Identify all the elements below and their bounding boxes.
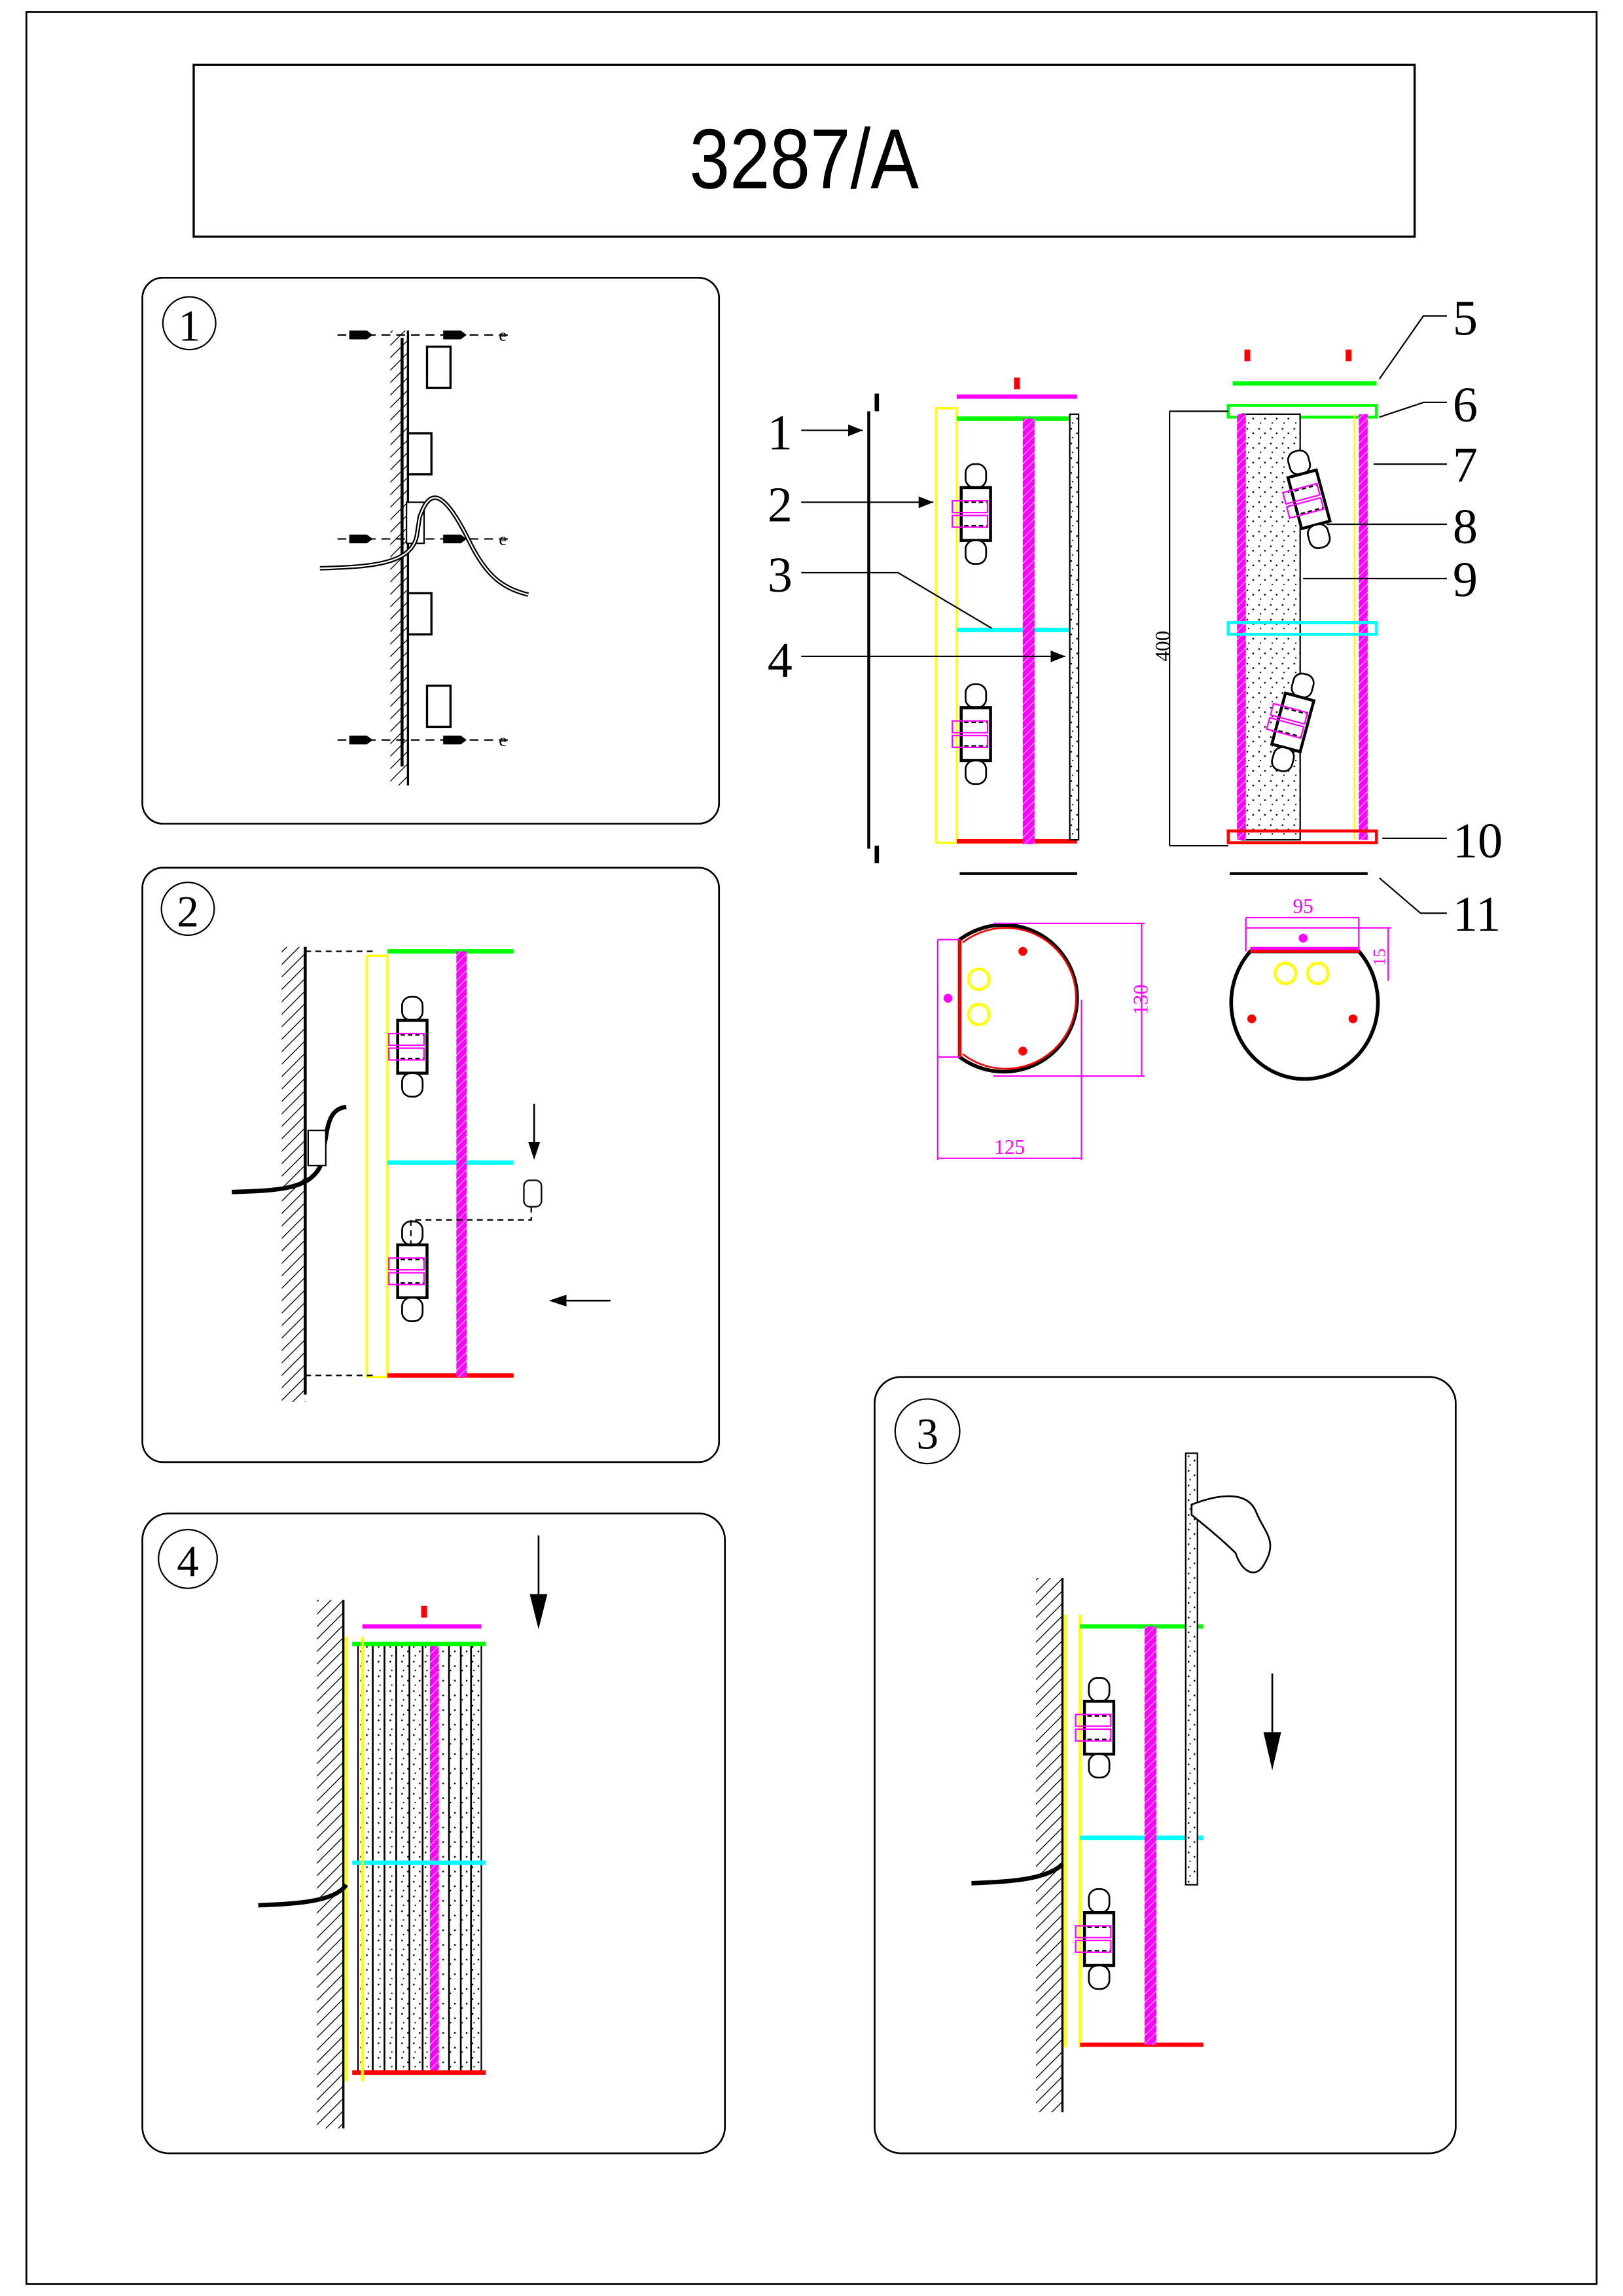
callout-11: 11: [1379, 877, 1501, 942]
callout-9: 9: [1303, 552, 1478, 607]
bulb-holder: [389, 997, 427, 1096]
bulb: [523, 1179, 543, 1208]
junction-box: [307, 1129, 327, 1167]
side-section-view: 130 125: [936, 922, 1152, 1160]
svg-text:8: 8: [1453, 499, 1478, 554]
lamp-body: [357, 1643, 482, 2073]
callout-7: 7: [1373, 438, 1478, 493]
glass-rod: [1069, 413, 1080, 841]
top-section-view: 95 15: [1229, 895, 1391, 1081]
socket: [425, 684, 452, 728]
dimension-side-width: 125: [994, 1136, 1025, 1158]
step-1-badge: [162, 296, 217, 351]
part-4-support-rod: [1022, 418, 1035, 844]
socket: [425, 346, 452, 389]
power-cable: [258, 1883, 348, 1908]
part-10-bottom-bracket: [1226, 829, 1378, 844]
callout-6: 6: [1379, 378, 1478, 433]
step-3-badge: [894, 1398, 961, 1465]
svg-text:4: 4: [768, 633, 793, 688]
svg-text:7: 7: [1453, 438, 1478, 493]
dimension-top-width: 95: [1293, 895, 1313, 918]
wall: [281, 946, 306, 1402]
step-3-panel: 3: [874, 1376, 1457, 2155]
svg-text:e: e: [499, 529, 507, 548]
step-2-badge: [160, 882, 215, 936]
svg-text:e: e: [499, 325, 507, 345]
cap-screw: [421, 1605, 427, 1618]
svg-text:1: 1: [768, 406, 793, 461]
step-1-number: 1: [178, 302, 200, 351]
step-2-number: 2: [177, 887, 199, 936]
bulb-holder: [389, 1221, 427, 1321]
part-7-support-rod: [1237, 414, 1246, 840]
step-4-number: 4: [177, 1537, 199, 1587]
callout-4: 4: [768, 633, 1065, 688]
callout-8: 8: [1327, 499, 1478, 554]
step-4-panel: 4: [141, 1512, 726, 2155]
model-number-title: 3287/A: [690, 111, 919, 206]
socket: [406, 592, 433, 636]
power-cable: [232, 1104, 347, 1194]
callout-3: 3: [768, 548, 993, 630]
screw-row-bottom: e: [337, 730, 514, 750]
parts-exploded-view: 400 1 2 3 4 5 6 7: [768, 291, 1503, 942]
support-rod-magenta: [429, 1643, 439, 2073]
callout-1: 1: [768, 406, 863, 461]
step-2-panel: 2: [141, 867, 721, 1463]
title-box: 3287/A: [192, 63, 1416, 238]
callout-5: 5: [1378, 291, 1478, 380]
step-4-badge: [158, 1528, 218, 1589]
bulb-holder: [952, 684, 990, 783]
socket: [406, 432, 433, 476]
wall: [317, 1600, 344, 2128]
glass-rod: [1185, 1452, 1198, 1886]
svg-text:11: 11: [1453, 887, 1501, 942]
svg-text:e: e: [499, 730, 507, 750]
part-2-frame-yellow: [935, 407, 958, 844]
bulb-holder: [952, 464, 990, 564]
support-rod-magenta: [456, 951, 467, 1377]
step-3-number: 3: [916, 1410, 938, 1459]
wall: [1036, 1577, 1063, 2113]
power-cable: [971, 1862, 1064, 1886]
svg-text:10: 10: [1453, 814, 1503, 869]
back-frame-yellow: [365, 954, 389, 1378]
screw-row-middle: e: [337, 529, 514, 548]
dimension-height: 400: [1151, 631, 1174, 662]
callout-2: 2: [768, 478, 934, 533]
dimension-side-depth: 130: [1129, 984, 1152, 1015]
screw-row-top: e: [337, 325, 514, 345]
support-rod-magenta: [1145, 1626, 1156, 2045]
svg-text:9: 9: [1453, 552, 1478, 607]
svg-text:6: 6: [1453, 378, 1478, 433]
page-border: [26, 11, 1597, 2285]
callout-10: 10: [1382, 814, 1503, 869]
hand-icon: [1190, 1495, 1272, 1573]
svg-text:2: 2: [768, 478, 793, 533]
svg-text:5: 5: [1453, 291, 1478, 346]
step-1-panel: 1 e e e: [141, 276, 721, 825]
dimension-top-offset: 15: [1370, 948, 1389, 966]
svg-text:3: 3: [768, 548, 793, 603]
glass-rods: [372, 1643, 473, 2073]
